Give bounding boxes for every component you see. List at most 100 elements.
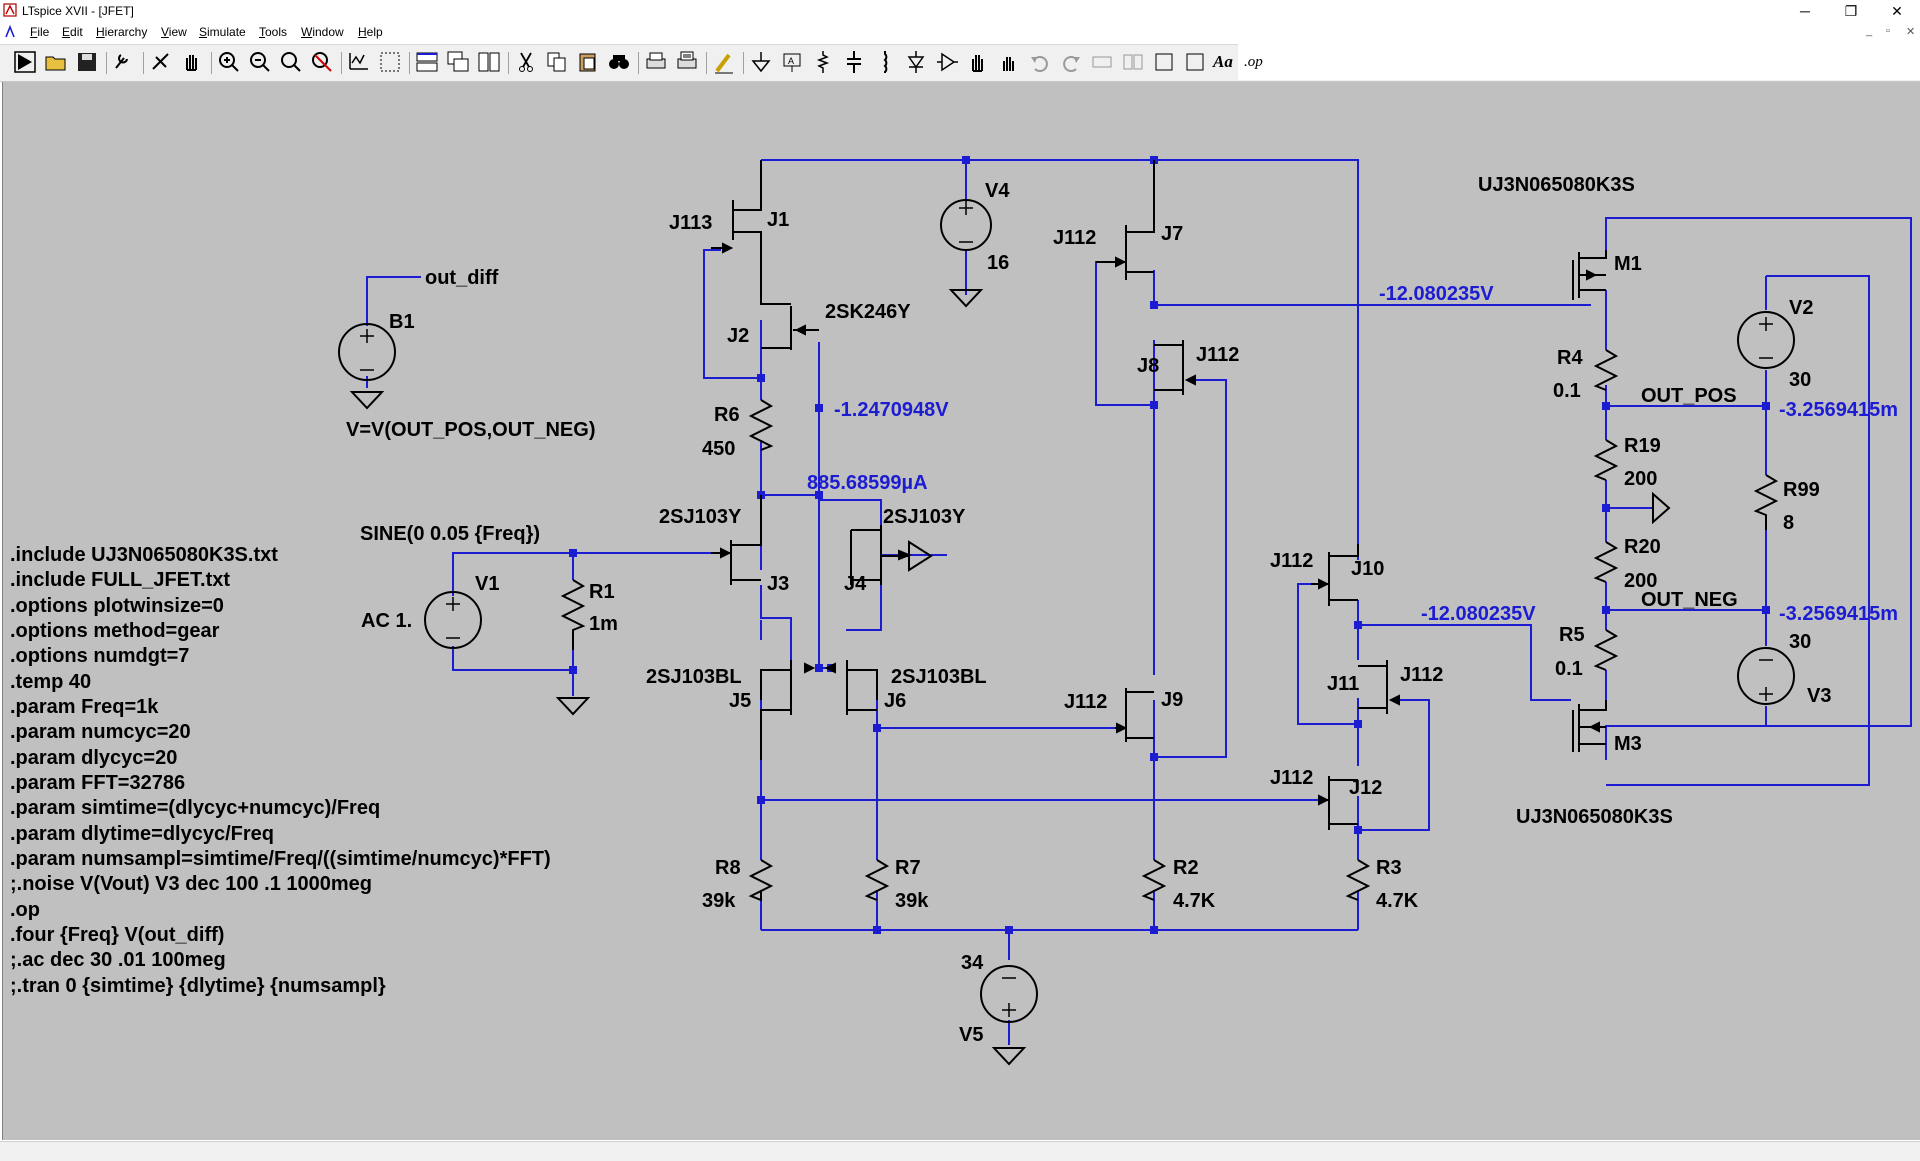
undo-icon[interactable]: [1027, 49, 1053, 75]
spice-directive[interactable]: .include UJ3N065080K3S.txt: [10, 544, 278, 566]
text-icon[interactable]: [1151, 49, 1177, 75]
op-voltage-j10[interactable]: -12.080235V: [1421, 603, 1536, 625]
spice-directive[interactable]: .options method=gear: [10, 620, 220, 642]
j3-model-label[interactable]: 2SJ103Y: [659, 506, 742, 528]
v1-ac-label[interactable]: AC 1.: [361, 610, 412, 632]
r99-name-label[interactable]: R99: [1783, 479, 1820, 501]
v2-value-label[interactable]: 30: [1789, 369, 1811, 391]
spice-directive[interactable]: ;.ac dec 30 .01 100meg: [10, 949, 226, 971]
print-preview-icon[interactable]: [674, 49, 700, 75]
j3-name-label[interactable]: J3: [767, 573, 789, 595]
control-panel-icon[interactable]: [111, 49, 137, 75]
r7-value-label[interactable]: 39k: [895, 890, 929, 912]
save-icon[interactable]: [74, 49, 100, 75]
autorange-icon[interactable]: [377, 49, 403, 75]
spice-directive-icon[interactable]: [1182, 49, 1208, 75]
spice-directive[interactable]: .options plotwinsize=0: [10, 595, 224, 617]
copy-icon[interactable]: [544, 49, 570, 75]
j5-name-label[interactable]: J5: [729, 690, 751, 712]
rotate-icon[interactable]: [1089, 49, 1115, 75]
b1-name-label[interactable]: B1: [389, 311, 415, 333]
mirror-icon[interactable]: [1120, 49, 1146, 75]
v2-name-label[interactable]: V2: [1789, 297, 1813, 319]
restore-button[interactable]: ❐: [1844, 3, 1858, 19]
j12-name-label[interactable]: J12: [1349, 777, 1382, 799]
text-button[interactable]: Aa: [1213, 52, 1233, 71]
v3-value-label[interactable]: 30: [1789, 631, 1811, 653]
inductor-icon[interactable]: [872, 49, 898, 75]
label-net-icon[interactable]: A: [779, 49, 805, 75]
m3-name-label[interactable]: M3: [1614, 733, 1642, 755]
r3-name-label[interactable]: R3: [1376, 857, 1402, 879]
v5-value-label[interactable]: 34: [961, 952, 984, 974]
spice-directive[interactable]: .param simtime=(dlycyc+numcyc)/Freq: [10, 797, 380, 819]
mdi-restore-button[interactable]: ▫: [1886, 25, 1890, 37]
open-icon[interactable]: [43, 49, 69, 75]
j4-name-label[interactable]: J4: [844, 573, 867, 595]
r19-value-label[interactable]: 200: [1624, 468, 1657, 490]
spice-directive[interactable]: .four {Freq} V(out_diff): [10, 924, 224, 946]
j9-model-label[interactable]: J112: [1064, 691, 1107, 713]
tile-horizontal-icon[interactable]: [414, 49, 440, 75]
v1-name-label[interactable]: V1: [475, 573, 499, 595]
r5-name-label[interactable]: R5: [1559, 624, 1585, 646]
schematic-drawing[interactable]: J113 J1 2SK246Y J2 V4 16 J112 J7 J8 J112…: [3, 82, 1920, 1140]
ground-icon[interactable]: [748, 49, 774, 75]
close-button[interactable]: ✕: [1891, 3, 1903, 19]
minimize-button[interactable]: ─: [1800, 3, 1810, 19]
zoom-fit-icon[interactable]: [278, 49, 304, 75]
r4-value-label[interactable]: 0.1: [1553, 380, 1581, 402]
v3-name-label[interactable]: V3: [1807, 685, 1831, 707]
m3-model-label[interactable]: UJ3N065080K3S: [1516, 806, 1673, 828]
j8-model-label[interactable]: J112: [1196, 344, 1239, 366]
r2-value-label[interactable]: 4.7K: [1173, 890, 1216, 912]
op-voltage-out-neg[interactable]: -3.2569415m: [1779, 603, 1898, 625]
spice-op-button[interactable]: .op: [1244, 54, 1263, 70]
spice-directive[interactable]: .param numcyc=20: [10, 721, 191, 743]
move-icon[interactable]: [965, 49, 991, 75]
spice-directive[interactable]: .op: [10, 899, 40, 921]
j10-model-label[interactable]: J112: [1270, 550, 1313, 572]
spice-directive[interactable]: .param FFT=32786: [10, 772, 185, 794]
print-icon[interactable]: [643, 49, 669, 75]
redo-icon[interactable]: [1058, 49, 1084, 75]
j4-model-label[interactable]: 2SJ103Y: [883, 506, 966, 528]
j11-model-label[interactable]: J112: [1400, 664, 1443, 686]
drag-icon[interactable]: [996, 49, 1022, 75]
j7-name-label[interactable]: J7: [1161, 223, 1183, 245]
zoom-out-icon[interactable]: [247, 49, 273, 75]
mdi-minimize-button[interactable]: _: [1866, 25, 1873, 37]
j9-name-label[interactable]: J9: [1161, 689, 1183, 711]
op-voltage-m1-gate[interactable]: -12.080235V: [1379, 283, 1494, 305]
j7-model-label[interactable]: J112: [1053, 227, 1096, 249]
j6-model-label[interactable]: 2SJ103BL: [891, 666, 987, 688]
spice-directives-block[interactable]: .include UJ3N065080K3S.txt .include FULL…: [10, 544, 551, 997]
r20-value-label[interactable]: 200: [1624, 570, 1657, 592]
spice-directive[interactable]: .param Freq=1k: [10, 696, 159, 718]
spice-directive[interactable]: .options numdgt=7: [10, 645, 189, 667]
out-neg-net-label[interactable]: OUT_NEG: [1641, 589, 1738, 611]
pan-icon[interactable]: [179, 49, 205, 75]
r8-name-label[interactable]: R8: [715, 857, 741, 879]
spice-directive[interactable]: .param dlycyc=20: [10, 747, 177, 769]
spice-directive[interactable]: .include FULL_JFET.txt: [10, 569, 230, 591]
op-voltage-r6-top[interactable]: -1.2470948V: [834, 399, 949, 421]
menu-help[interactable]: Help: [358, 25, 383, 39]
op-voltage-out-pos[interactable]: -3.2569415m: [1779, 399, 1898, 421]
run-icon[interactable]: [12, 49, 38, 75]
draw-wire-icon[interactable]: [711, 49, 737, 75]
out-diff-net-label[interactable]: out_diff: [425, 267, 499, 289]
spice-directive[interactable]: ;.noise V(Vout) V3 dec 100 .1 1000meg: [10, 873, 372, 895]
spice-directive[interactable]: .temp 40: [10, 671, 91, 693]
j12-model-label[interactable]: J112: [1270, 767, 1313, 789]
menu-hierarchy[interactable]: Hierarchy: [96, 25, 148, 39]
j1-name-label[interactable]: J1: [767, 209, 789, 231]
spice-directive[interactable]: .param dlytime=dlycyc/Freq: [10, 823, 274, 845]
j1-model-label[interactable]: J113: [669, 212, 712, 234]
cascade-icon[interactable]: [445, 49, 471, 75]
r1-name-label[interactable]: R1: [589, 581, 615, 603]
v1-sine-label[interactable]: SINE(0 0.05 {Freq}): [360, 523, 540, 545]
j11-name-label[interactable]: J11: [1327, 673, 1359, 695]
j5-model-label[interactable]: 2SJ103BL: [646, 666, 742, 688]
b1-value-label[interactable]: V=V(OUT_POS,OUT_NEG): [346, 419, 596, 441]
